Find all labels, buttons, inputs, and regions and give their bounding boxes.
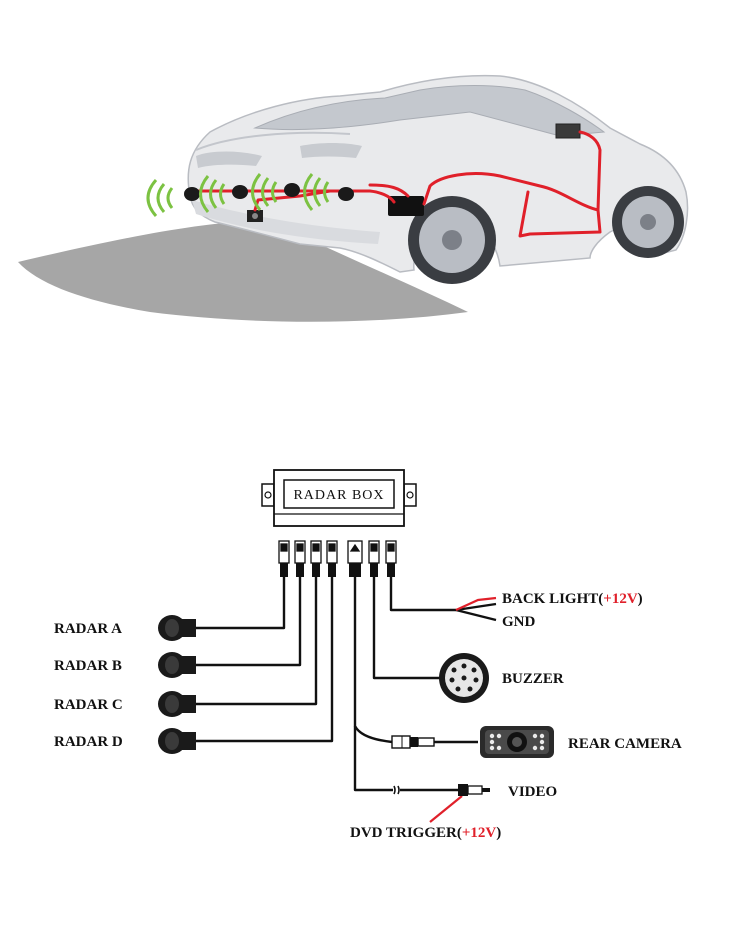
dvd-trigger-voltage: +12V <box>462 825 497 841</box>
car-sensor-c <box>251 173 300 211</box>
car-sensor-b <box>199 175 248 213</box>
car-sensor-a <box>146 179 200 217</box>
car-radar-box <box>388 196 424 216</box>
tail-light-right <box>300 143 362 158</box>
label-rear-camera: REAR CAMERA <box>568 736 682 752</box>
rear-wheel <box>408 196 496 284</box>
sensor-coverage-area <box>18 220 468 322</box>
radar-sensor-d <box>158 728 196 754</box>
label-radar-b: RADAR B <box>54 658 122 674</box>
label-gnd: GND <box>502 614 536 630</box>
radar-box: RADAR BOX <box>261 469 417 527</box>
label-dvd-trigger: DVD TRIGGER(+12V) <box>350 825 501 841</box>
back-light-voltage: +12V <box>603 591 638 607</box>
car-wiring <box>192 130 602 238</box>
car-sensor-d <box>303 173 354 211</box>
red-wires <box>429 596 497 823</box>
car-display <box>555 123 581 139</box>
label-radar-a: RADAR A <box>54 621 122 637</box>
label-back-light: BACK LIGHT(+12V) <box>502 591 643 607</box>
camera-inline-connector <box>391 735 435 749</box>
car-illustration <box>18 74 689 322</box>
connector-row <box>278 540 397 564</box>
tail-light-left <box>196 151 262 168</box>
car-windows <box>253 85 606 137</box>
radar-box-label: RADAR BOX <box>293 488 384 503</box>
video-rca-plug <box>458 784 490 796</box>
rear-camera-icon <box>480 726 554 758</box>
label-buzzer: BUZZER <box>502 671 564 687</box>
wires <box>195 577 497 792</box>
label-video: VIDEO <box>508 784 557 800</box>
front-wheel <box>612 186 684 258</box>
buzzer-icon <box>439 653 489 703</box>
label-radar-c: RADAR C <box>54 697 123 713</box>
radar-sensor-a <box>158 615 196 641</box>
radar-sensor-c <box>158 691 196 717</box>
label-radar-d: RADAR D <box>54 734 123 750</box>
radar-sensor-b <box>158 652 196 678</box>
wiring-diagram: RADAR BOX <box>54 469 682 841</box>
